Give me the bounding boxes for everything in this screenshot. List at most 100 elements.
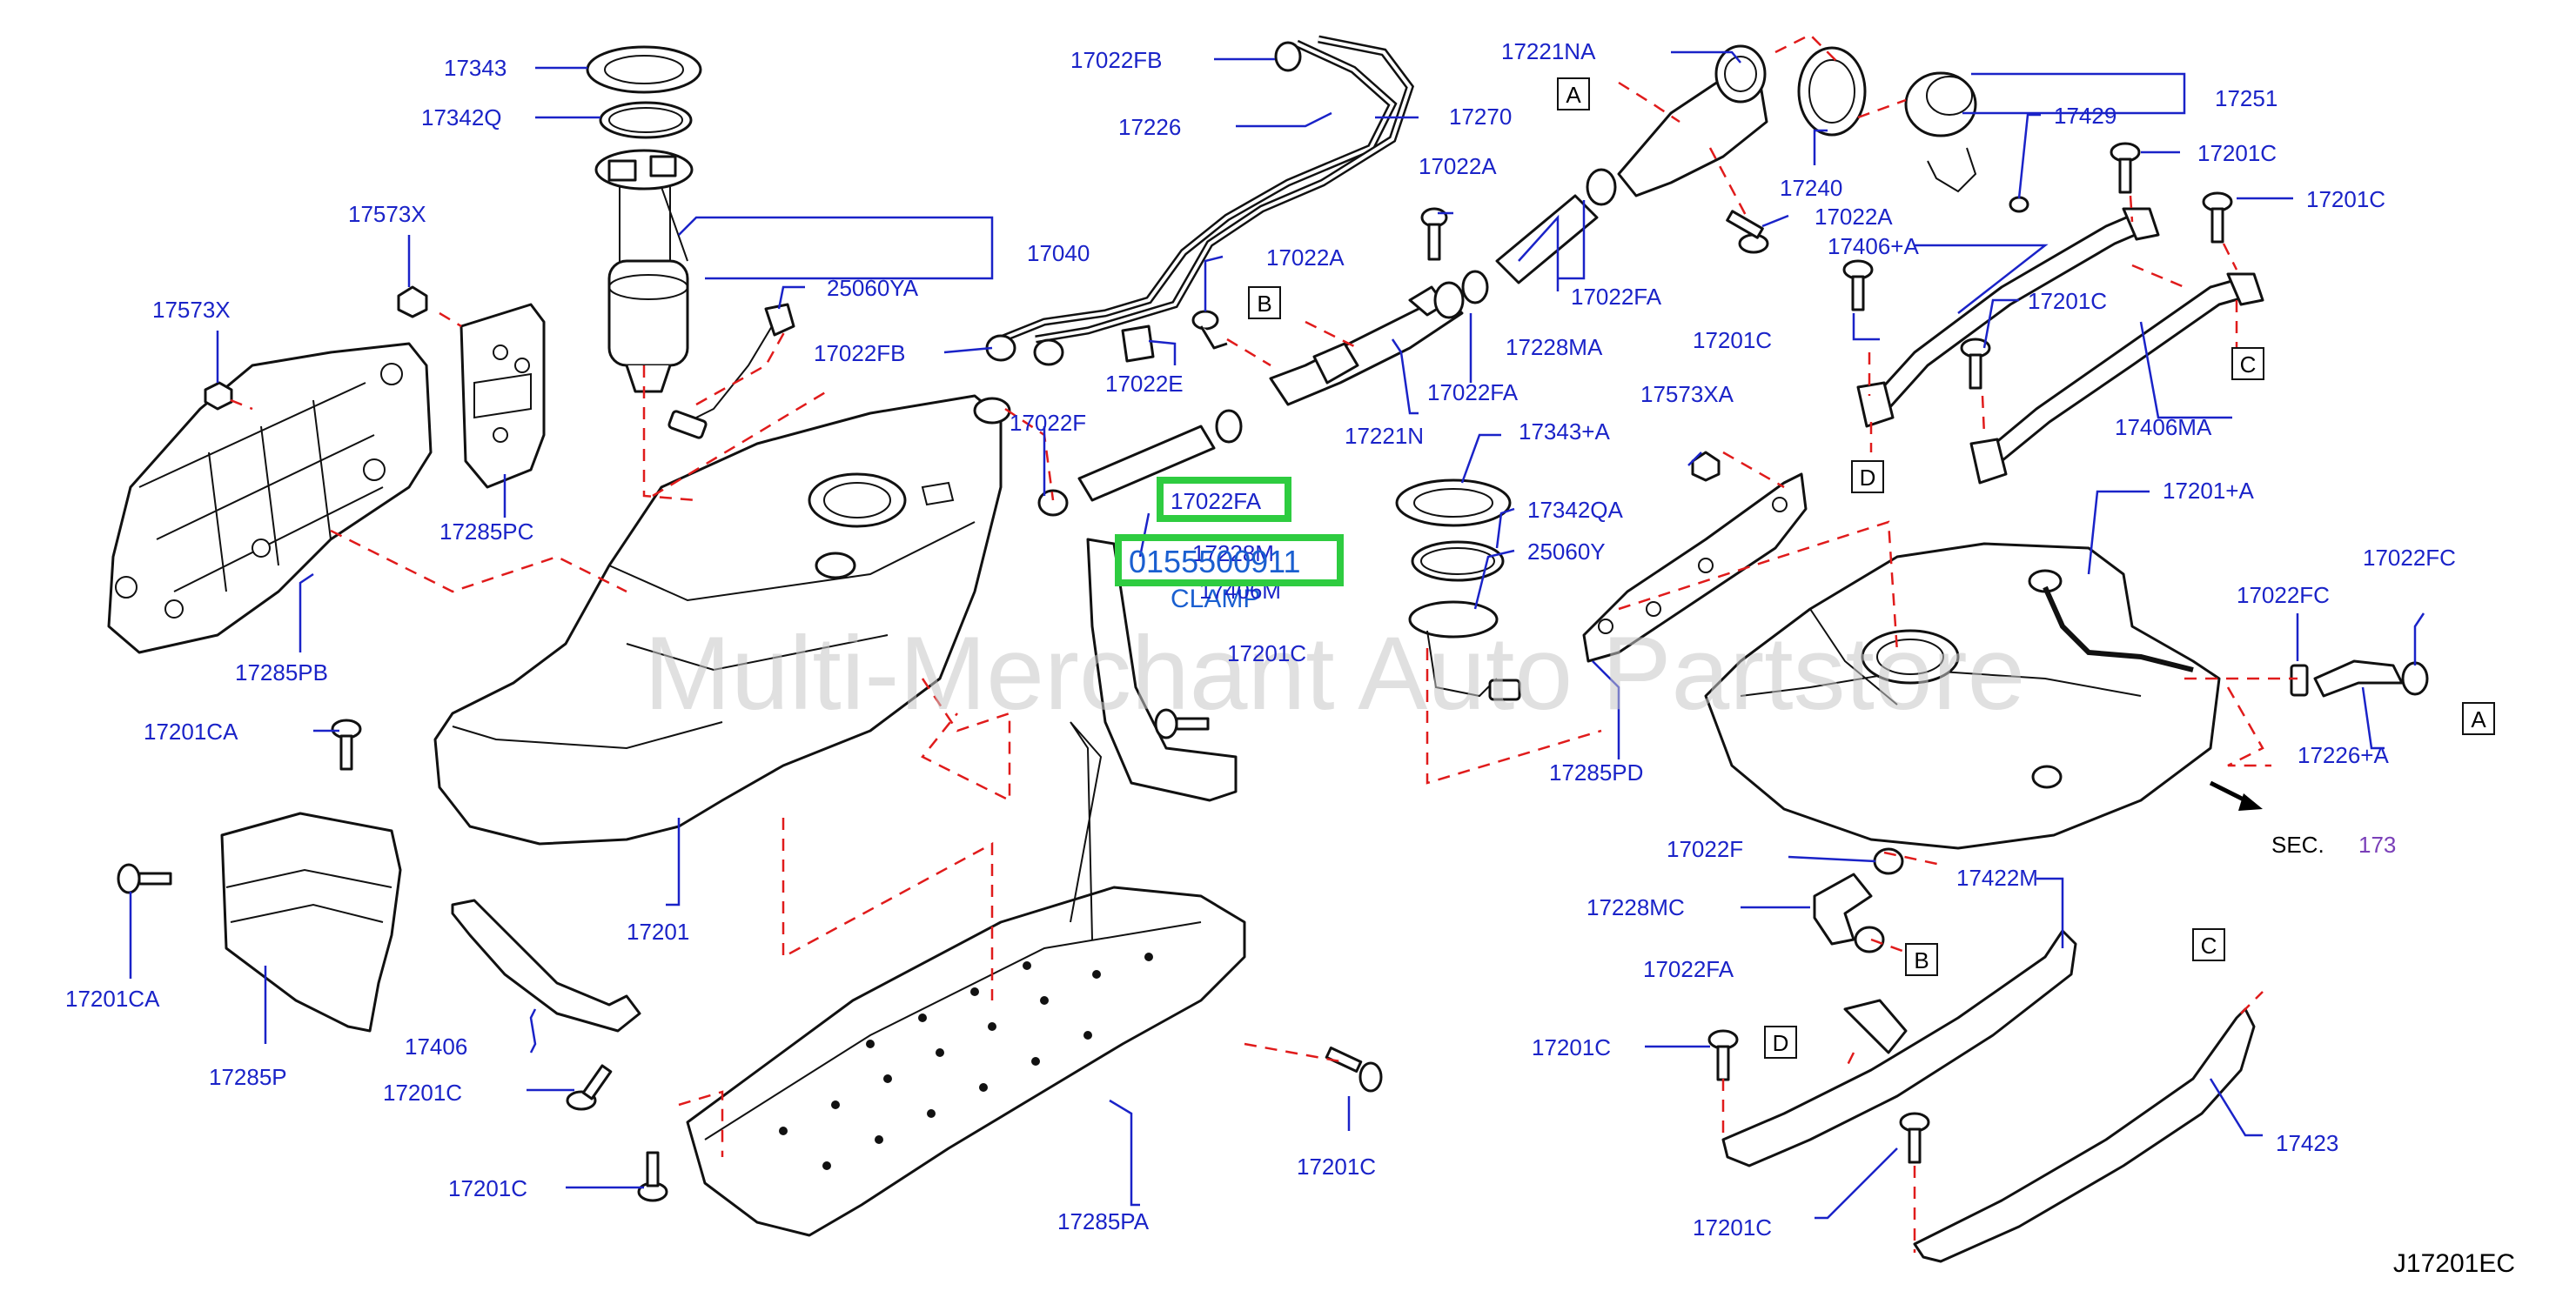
label-17270[interactable]: 17270 [1449,104,1512,130]
bolt-17201ca-top[interactable] [331,719,362,771]
label-17022f-mid[interactable]: 17022F [1010,410,1086,436]
label-17429[interactable]: 17429 [2054,103,2116,129]
bolt-17201c-tr4[interactable] [1960,338,1991,390]
label-17022f-br[interactable]: 17022F [1667,836,1743,862]
clip-17573x-top[interactable] [397,285,428,318]
label-17342q[interactable]: 17342Q [421,104,502,130]
label-17228mc[interactable]: 17228MC [1587,894,1685,920]
label-17221na[interactable]: 17221NA [1501,38,1596,64]
bolt-17201c-tr3[interactable] [1842,259,1874,311]
label-17226[interactable]: 17226 [1118,114,1181,140]
label-17406a[interactable]: 17406+A [1828,233,1919,259]
bolt-17201ca-bot[interactable] [117,863,172,894]
sender-unit-25060ya[interactable] [667,303,795,439]
label-17022fa-mid2[interactable]: 17022FA [1427,379,1519,405]
gasket-17342q[interactable] [599,101,693,139]
label-17201c-br1[interactable]: 17201C [1532,1034,1611,1060]
breather-tube-17226[interactable] [999,39,1398,344]
label-17022fa-br[interactable]: 17022FA [1643,956,1734,982]
bolt-17201c-tr1[interactable] [2110,142,2141,194]
fuel-tank-17201[interactable] [433,394,1011,846]
label-17201c-lb1[interactable]: 17201C [383,1080,462,1106]
label-17228ma[interactable]: 17228MA [1506,334,1603,360]
label-17201ca-bot[interactable]: 17201CA [65,986,160,1012]
label-17285pc[interactable]: 17285PC [439,518,533,545]
label-17422m[interactable]: 17422M [1956,865,2038,891]
hose-17022fa-highlight[interactable] [1077,425,1216,502]
clip-17573x-left[interactable] [204,381,233,411]
bolt-17022a-right[interactable] [1726,210,1769,254]
tether-17429[interactable] [1927,147,2029,213]
label-17022fb-mid[interactable]: 17022FB [814,340,906,366]
bolt-17022a-mid[interactable] [1420,207,1448,261]
strap-17406a[interactable] [1856,207,2160,428]
clamp-17022fc-2[interactable] [2401,661,2429,696]
label-17406[interactable]: 17406 [405,1033,467,1060]
bolt-17201c-bm[interactable] [1325,1047,1383,1093]
clamp-17022fa-mid1[interactable] [1586,168,1617,206]
clip-17573xa[interactable] [1691,451,1721,482]
label-17201c-tr3[interactable]: 17201C [1693,327,1772,353]
label-17201c-tr4[interactable]: 17201C [2028,288,2107,314]
label-17201c-tr1[interactable]: 17201C [2197,140,2277,166]
label-17201c-tr2[interactable]: 17201C [2306,186,2385,212]
bracket-17285pc[interactable] [460,303,546,489]
label-17221n[interactable]: 17221N [1345,423,1424,449]
protector-17285pa[interactable] [686,721,1246,1237]
clamp-17022fa-mid2[interactable] [1461,270,1489,304]
label-17201c-br2[interactable]: 17201C [1693,1214,1772,1241]
label-17201ca-top[interactable]: 17201CA [144,719,238,745]
crossmember-17422m[interactable] [1721,929,2077,1167]
sec-number[interactable]: 173 [2358,832,2396,858]
label-17342qa[interactable]: 17342QA [1527,497,1624,523]
fuel-tank-17201a[interactable] [1704,542,2221,850]
label-17022a-mid[interactable]: 17022A [1419,153,1497,179]
heat-shield-17285pd[interactable] [1582,472,1808,663]
label-17040[interactable]: 17040 [1027,240,1090,266]
label-17573x-left[interactable]: 17573X [152,297,231,323]
label-25060y[interactable]: 25060Y [1527,538,1606,565]
heat-shield-17285pb[interactable] [107,342,433,654]
label-17022fb-top[interactable]: 17022FB [1070,47,1163,73]
label-17201c-lb2[interactable]: 17201C [448,1175,527,1201]
gasket-17342qa[interactable] [1411,540,1505,582]
bolt-17201c-tr2[interactable] [2202,191,2233,244]
label-17201a[interactable]: 17201+A [2163,478,2254,504]
clamp-17022fb-mid[interactable] [985,334,1064,366]
label-17285pa[interactable]: 17285PA [1057,1208,1150,1234]
bolt-17201c-br1[interactable] [1707,1029,1739,1081]
hose-17228ma[interactable] [1495,194,1599,284]
hose-17228mc[interactable] [1813,873,1873,946]
bolt-17201c-lb1[interactable] [566,1064,613,1111]
label-17022fa-mid1[interactable]: 17022FA [1571,284,1662,310]
filler-pipe-17221na[interactable] [1617,44,1768,197]
strap-17406ma[interactable] [1969,272,2264,485]
fuel-pump-17040[interactable] [594,149,694,393]
section-reference[interactable]: SEC. 173 [2271,832,2396,858]
label-17343[interactable]: 17343 [444,55,506,81]
clip-17022e[interactable] [1121,324,1155,363]
bolt-17201c-mid[interactable] [1154,708,1210,739]
highlight-callout[interactable]: 17228M CLAMP 17406M 17022FA 0155500911 [1115,477,1344,613]
label-17251[interactable]: 17251 [2215,85,2277,111]
clamp-17022fb-top[interactable] [1274,41,1302,72]
label-17423[interactable]: 17423 [2276,1130,2338,1156]
fuel-cap-17251[interactable] [1904,71,1977,137]
label-17406ma[interactable]: 17406MA [2115,414,2212,440]
label-17022fc-2[interactable]: 17022FC [2363,545,2456,571]
bolt-17201c-lb2[interactable] [637,1151,668,1202]
clamp-17022fa-br[interactable] [1854,926,1885,953]
heat-shield-17285p[interactable] [220,812,402,1033]
label-17285p[interactable]: 17285P [209,1064,287,1090]
label-17226a[interactable]: 17226+A [2298,742,2389,768]
label-17573xa[interactable]: 17573XA [1640,381,1734,407]
label-17285pd[interactable]: 17285PD [1549,759,1643,786]
clamp-17022f-mid[interactable] [1037,489,1069,517]
label-17240[interactable]: 17240 [1780,175,1842,201]
lock-ring-17343[interactable] [586,45,702,94]
label-17343a[interactable]: 17343+A [1519,418,1610,445]
bolt-17201c-br2[interactable] [1899,1112,1930,1164]
lock-ring-17343a[interactable] [1395,478,1512,527]
gasket-17240[interactable] [1797,46,1867,137]
strap-17406[interactable] [451,899,641,1033]
